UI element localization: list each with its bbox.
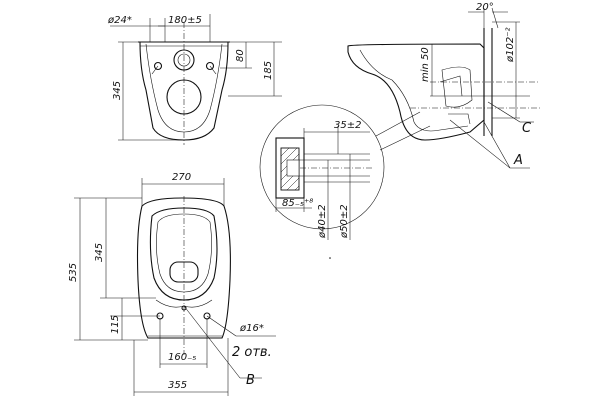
front-hole-diameter-label: ø24* [107, 15, 132, 26]
top-hole-diameter-label: ø16* [239, 323, 264, 334]
front-height-overall-label: 185 [263, 61, 274, 80]
detail-outer-diameter-label: ø50±2 [339, 204, 350, 239]
top-width-label: 270 [172, 172, 191, 183]
detail-offset-label: 35±2 [334, 120, 361, 131]
top-seat-opening [149, 207, 218, 301]
side-view: 20° ø102⁻² min 50 C A [347, 2, 540, 169]
detail-view: 35±2 85₋₅⁺⁸ ø40±2 ø50±2 [275, 120, 372, 240]
detail-depth-label: 85₋₅⁺⁸ [282, 198, 313, 209]
side-label-a: A [513, 153, 523, 168]
top-length-inner-label: 345 [94, 243, 105, 262]
front-mount-hole-left [153, 61, 163, 71]
detail-callout [259, 104, 431, 230]
top-length-rear-label: 355 [168, 380, 187, 391]
front-hole-spacing-label: 180±5 [168, 15, 202, 26]
side-angle-label: 20° [476, 2, 494, 13]
front-view: ø24* 180±5 80 185 345 [107, 14, 282, 145]
top-hole-offset-label: 115 [110, 315, 121, 334]
top-length-total-label: 535 [68, 263, 79, 282]
front-height-total-label: 345 [112, 81, 123, 100]
top-hole-spacing-label: 160₋₅ [168, 352, 196, 363]
front-mount-hole-right [205, 61, 215, 71]
top-label-b: B [246, 373, 255, 388]
top-body-outline [136, 197, 231, 339]
front-height-inlet-label: 80 [235, 49, 246, 62]
top-view: 270 535 345 115 ø16* 2 отв. 160₋₅ 355 B [68, 172, 276, 396]
side-min-height-label: min 50 [420, 47, 431, 82]
side-bowl-outline [347, 43, 485, 141]
side-outlet-diameter-label: ø102⁻² [505, 28, 516, 64]
top-holes-count-label: 2 отв. [232, 345, 272, 360]
side-bowl-inner [359, 49, 469, 132]
detail-inner-diameter-label: ø40±2 [317, 204, 328, 239]
side-label-c: C [522, 121, 532, 136]
